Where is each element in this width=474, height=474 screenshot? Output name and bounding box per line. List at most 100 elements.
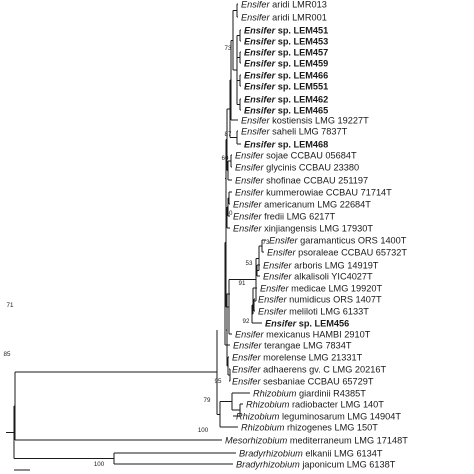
bootstrap-value: 73 [263,239,270,246]
taxon-label: Ensifer sp. LEM459 [244,58,328,68]
taxon-label: Ensifer arboris LMG 14919T [263,260,379,270]
taxon-genus: Ensifer [244,47,276,57]
taxon-name: garamanticus ORS 1400T [298,235,407,245]
bootstrap-value: 92 [243,318,250,325]
taxon-label: Ensifer numidicus ORS 1407T [258,294,382,304]
taxon-label: Ensifer sp. LEM466 [244,70,328,80]
taxon-label: Ensifer sp. LEM453 [244,36,328,46]
taxon-genus: Ensifer [233,211,263,221]
bootstrap-value: 53 [246,260,253,267]
taxon-label: Ensifer aridi LMR013 [241,0,327,9]
taxon-label: Rhizobium radiobacter LMG 140T [246,399,384,409]
taxon-name: fredii LMG 6217T [262,211,336,221]
tree-branches [6,3,266,471]
taxon-name: sp. LEM457 [275,47,328,57]
bootstrap-value: 79 [204,397,211,404]
taxon-name: medicae LMG 19920T [289,283,383,293]
taxon-name: mediterraneum LMG 17148T [287,435,408,445]
taxon-genus: Bradyrhizobium [239,448,303,458]
taxon-name: leguminosarum LMG 14904T [279,411,401,421]
taxon-genus: Ensifer [235,187,265,197]
taxon-genus: Ensifer [233,199,263,209]
taxon-name: sp. LEM465 [275,105,328,115]
taxon-name: xinjiangensis LMG 17930T [262,223,374,233]
taxon-genus: Ensifer [232,376,262,386]
taxon-label: Ensifer sojae CCBAU 05684T [235,150,357,160]
taxon-name: sp. LEM451 [275,25,328,35]
taxon-label: Mesorhizobium mediterraneum LMG 17148T [225,435,408,445]
taxon-label: Ensifer sp. LEM465 [244,105,328,115]
taxon-label: Ensifer meliloti LMG 6133T [258,306,369,316]
taxon-genus: Ensifer [244,58,276,68]
taxon-name: sp. LEM551 [275,81,328,91]
taxon-genus: Rhizobium [241,422,285,432]
taxon-genus: Ensifer [241,0,271,9]
taxon-label: Ensifer sp. LEM462 [244,94,328,104]
taxon-name: aridi LMR001 [270,12,327,22]
taxon-genus: Ensifer [265,318,297,328]
bootstrap-value: 91 [239,280,246,287]
taxon-genus: Ensifer [235,150,265,160]
taxon-name: arboris LMG 14919T [292,260,379,270]
bootstrap-value: 50 [226,210,233,217]
taxon-name: sp. LEM466 [275,70,328,80]
taxon-genus: Ensifer [241,115,271,125]
taxon-genus: Ensifer [260,283,290,293]
taxon-genus: Ensifer [235,329,265,339]
taxon-label: Bradyrhizobium japonicum LMG 6138T [236,459,396,469]
taxon-label: Ensifer alkalisoli YIC4027T [263,271,373,281]
taxon-label: Rhizobium giardinii R4385T [253,388,366,398]
taxon-name: giardinii R4385T [296,388,366,398]
taxon-label: Ensifer mexicanus HAMBI 2910T [235,329,371,339]
taxon-label: Ensifer sp. LEM456 [265,318,349,328]
taxon-genus: Ensifer [232,352,262,362]
bootstrap-value: 71 [7,302,14,309]
taxon-genus: Ensifer [258,306,288,316]
taxon-genus: Ensifer [244,81,276,91]
taxon-name: sp. LEM462 [275,94,328,104]
taxon-genus: Ensifer [235,162,265,172]
taxon-name: rhizogenes LMG 150T [284,422,378,432]
taxon-label: Rhizobium leguminosarum LMG 14904T [236,411,401,421]
taxon-name: adhaerens gv. C LMG 20216T [261,364,387,374]
taxon-name: kummerowiae CCBAU 71714T [264,187,393,197]
taxon-name: alkalisoli YIC4027T [292,271,373,281]
taxon-label: Ensifer shofinae CCBAU 251197 [235,175,368,185]
taxon-label: Ensifer xinjiangensis LMG 17930T [233,223,373,233]
taxon-label: Ensifer adhaerens gv. C LMG 20216T [232,364,386,374]
taxon-name: elkanii LMG 6134T [303,448,383,458]
taxon-name: kostiensis LMG 19227T [270,115,369,125]
taxon-genus: Ensifer [244,70,276,80]
taxon-label: Ensifer medicae LMG 19920T [260,283,382,293]
bootstrap-value: 87 [225,131,232,138]
taxon-label: Ensifer terangae LMG 7834T [233,340,352,350]
taxon-genus: Ensifer [244,94,276,104]
taxon-genus: Ensifer [235,175,265,185]
taxon-genus: Bradyrhizobium [236,459,300,469]
taxon-genus: Ensifer [232,364,262,374]
taxon-genus: Ensifer [267,247,297,257]
taxon-name: sp. LEM459 [275,58,328,68]
taxon-genus: Ensifer [263,271,293,281]
taxon-label: Rhizobium rhizogenes LMG 150T [241,422,378,432]
taxon-genus: Rhizobium [253,388,297,398]
bootstrap-value: 100 [94,461,105,468]
taxon-label: Ensifer sp. LEM551 [244,81,328,91]
taxon-name: meliloti LMG 6133T [287,306,370,316]
bootstrap-value: 73 [225,45,232,52]
taxon-genus: Ensifer [269,235,299,245]
taxon-label: Ensifer sp. LEM468 [244,139,328,149]
taxon-genus: Ensifer [241,126,271,136]
taxon-name: saheli LMG 7837T [270,126,348,136]
taxon-label: Bradyrhizobium elkanii LMG 6134T [239,448,383,458]
taxon-genus: Ensifer [233,340,263,350]
taxon-name: glycinis CCBAU 23380 [264,162,360,172]
taxon-name: morelense LMG 21331T [261,352,363,362]
taxon-name: numidicus ORS 1407T [287,294,382,304]
taxon-label: Ensifer morelense LMG 21331T [232,352,363,362]
taxon-name: sp. LEM456 [296,318,349,328]
taxon-label: Ensifer psoraleae CCBAU 65732T [267,247,407,257]
